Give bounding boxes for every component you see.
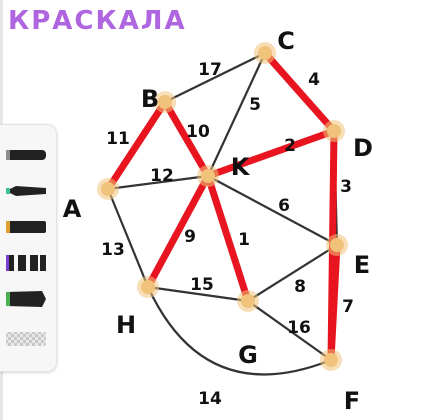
- weight-label-C-K: 5: [249, 95, 261, 115]
- edge-C-K: [206, 51, 267, 178]
- weight-label-E-F: 7: [342, 297, 354, 317]
- vertex-H: [141, 280, 155, 294]
- weight-label-B-C: 17: [198, 60, 222, 80]
- vertex-K: [201, 169, 215, 183]
- weight-label-K-E: 6: [278, 196, 290, 216]
- vertex-label-E: E: [354, 251, 370, 279]
- eraser-tool[interactable]: [2, 325, 50, 353]
- vertex-A: [101, 182, 115, 196]
- weight-label-G-F: 16: [287, 318, 311, 338]
- graph-nodes: [97, 42, 348, 371]
- tool-panel: [0, 124, 57, 372]
- edge-weights: 17 4 5 11 10 12 2 3 6 13 9 1 15 8 16 7 14: [101, 60, 354, 409]
- weight-label-B-K: 10: [186, 122, 210, 142]
- mst-edge-K-G: [204, 172, 252, 305]
- edge-K-E: [206, 174, 339, 247]
- vertex-C: [258, 46, 272, 60]
- weight-label-K-H: 9: [184, 227, 196, 247]
- mst-edge-K-D: [204, 127, 338, 180]
- vertex-label-F: F: [344, 387, 360, 415]
- weight-label-A-B: 11: [106, 129, 130, 149]
- edge-G-E: [246, 243, 339, 303]
- brush-tool-3[interactable]: [2, 213, 50, 241]
- node-labels: A B C D K E H G F: [63, 27, 373, 415]
- weight-label-H-G: 15: [190, 275, 214, 295]
- vertex-label-K: K: [231, 153, 251, 181]
- vertex-label-B: B: [141, 85, 159, 113]
- weight-label-C-D: 4: [308, 70, 320, 90]
- mst-edge-B-K: [161, 98, 212, 180]
- vertex-label-H: H: [116, 311, 136, 339]
- edge-A-K: [106, 174, 210, 191]
- edge-H-F: [146, 285, 333, 376]
- vertex-E: [330, 238, 344, 252]
- weight-label-K-D: 2: [284, 136, 296, 156]
- edge-G-F: [246, 299, 333, 362]
- vertex-label-G: G: [238, 341, 258, 369]
- vertex-B: [158, 95, 172, 109]
- vertex-F: [324, 353, 338, 367]
- vertex-label-D: D: [353, 134, 373, 162]
- brush-tool-2[interactable]: [2, 177, 50, 205]
- brush-tool-1[interactable]: [2, 141, 50, 169]
- edge-A-H: [106, 187, 150, 289]
- edge-B-C: [163, 51, 267, 104]
- weight-label-K-G: 1: [238, 230, 250, 250]
- mst-edge-K-H: [144, 172, 212, 291]
- brush-tool-4[interactable]: [2, 249, 50, 277]
- vertex-G: [241, 294, 255, 308]
- vertex-label-A: A: [63, 195, 82, 223]
- weight-label-D-E: 3: [340, 177, 352, 197]
- vertex-label-C: C: [277, 27, 295, 55]
- page-title: КРАСКАЛА: [8, 6, 187, 36]
- edge-H-G: [146, 285, 250, 303]
- weight-label-A-K: 12: [150, 166, 174, 186]
- brush-tool-5[interactable]: [2, 285, 50, 313]
- mst-edge-A-B: [104, 98, 169, 193]
- vertex-D: [327, 124, 341, 138]
- weight-label-H-F: 14: [198, 389, 222, 409]
- weight-label-A-H: 13: [101, 240, 125, 260]
- weight-label-G-E: 8: [294, 277, 306, 297]
- mst-edge-C-D: [261, 49, 338, 135]
